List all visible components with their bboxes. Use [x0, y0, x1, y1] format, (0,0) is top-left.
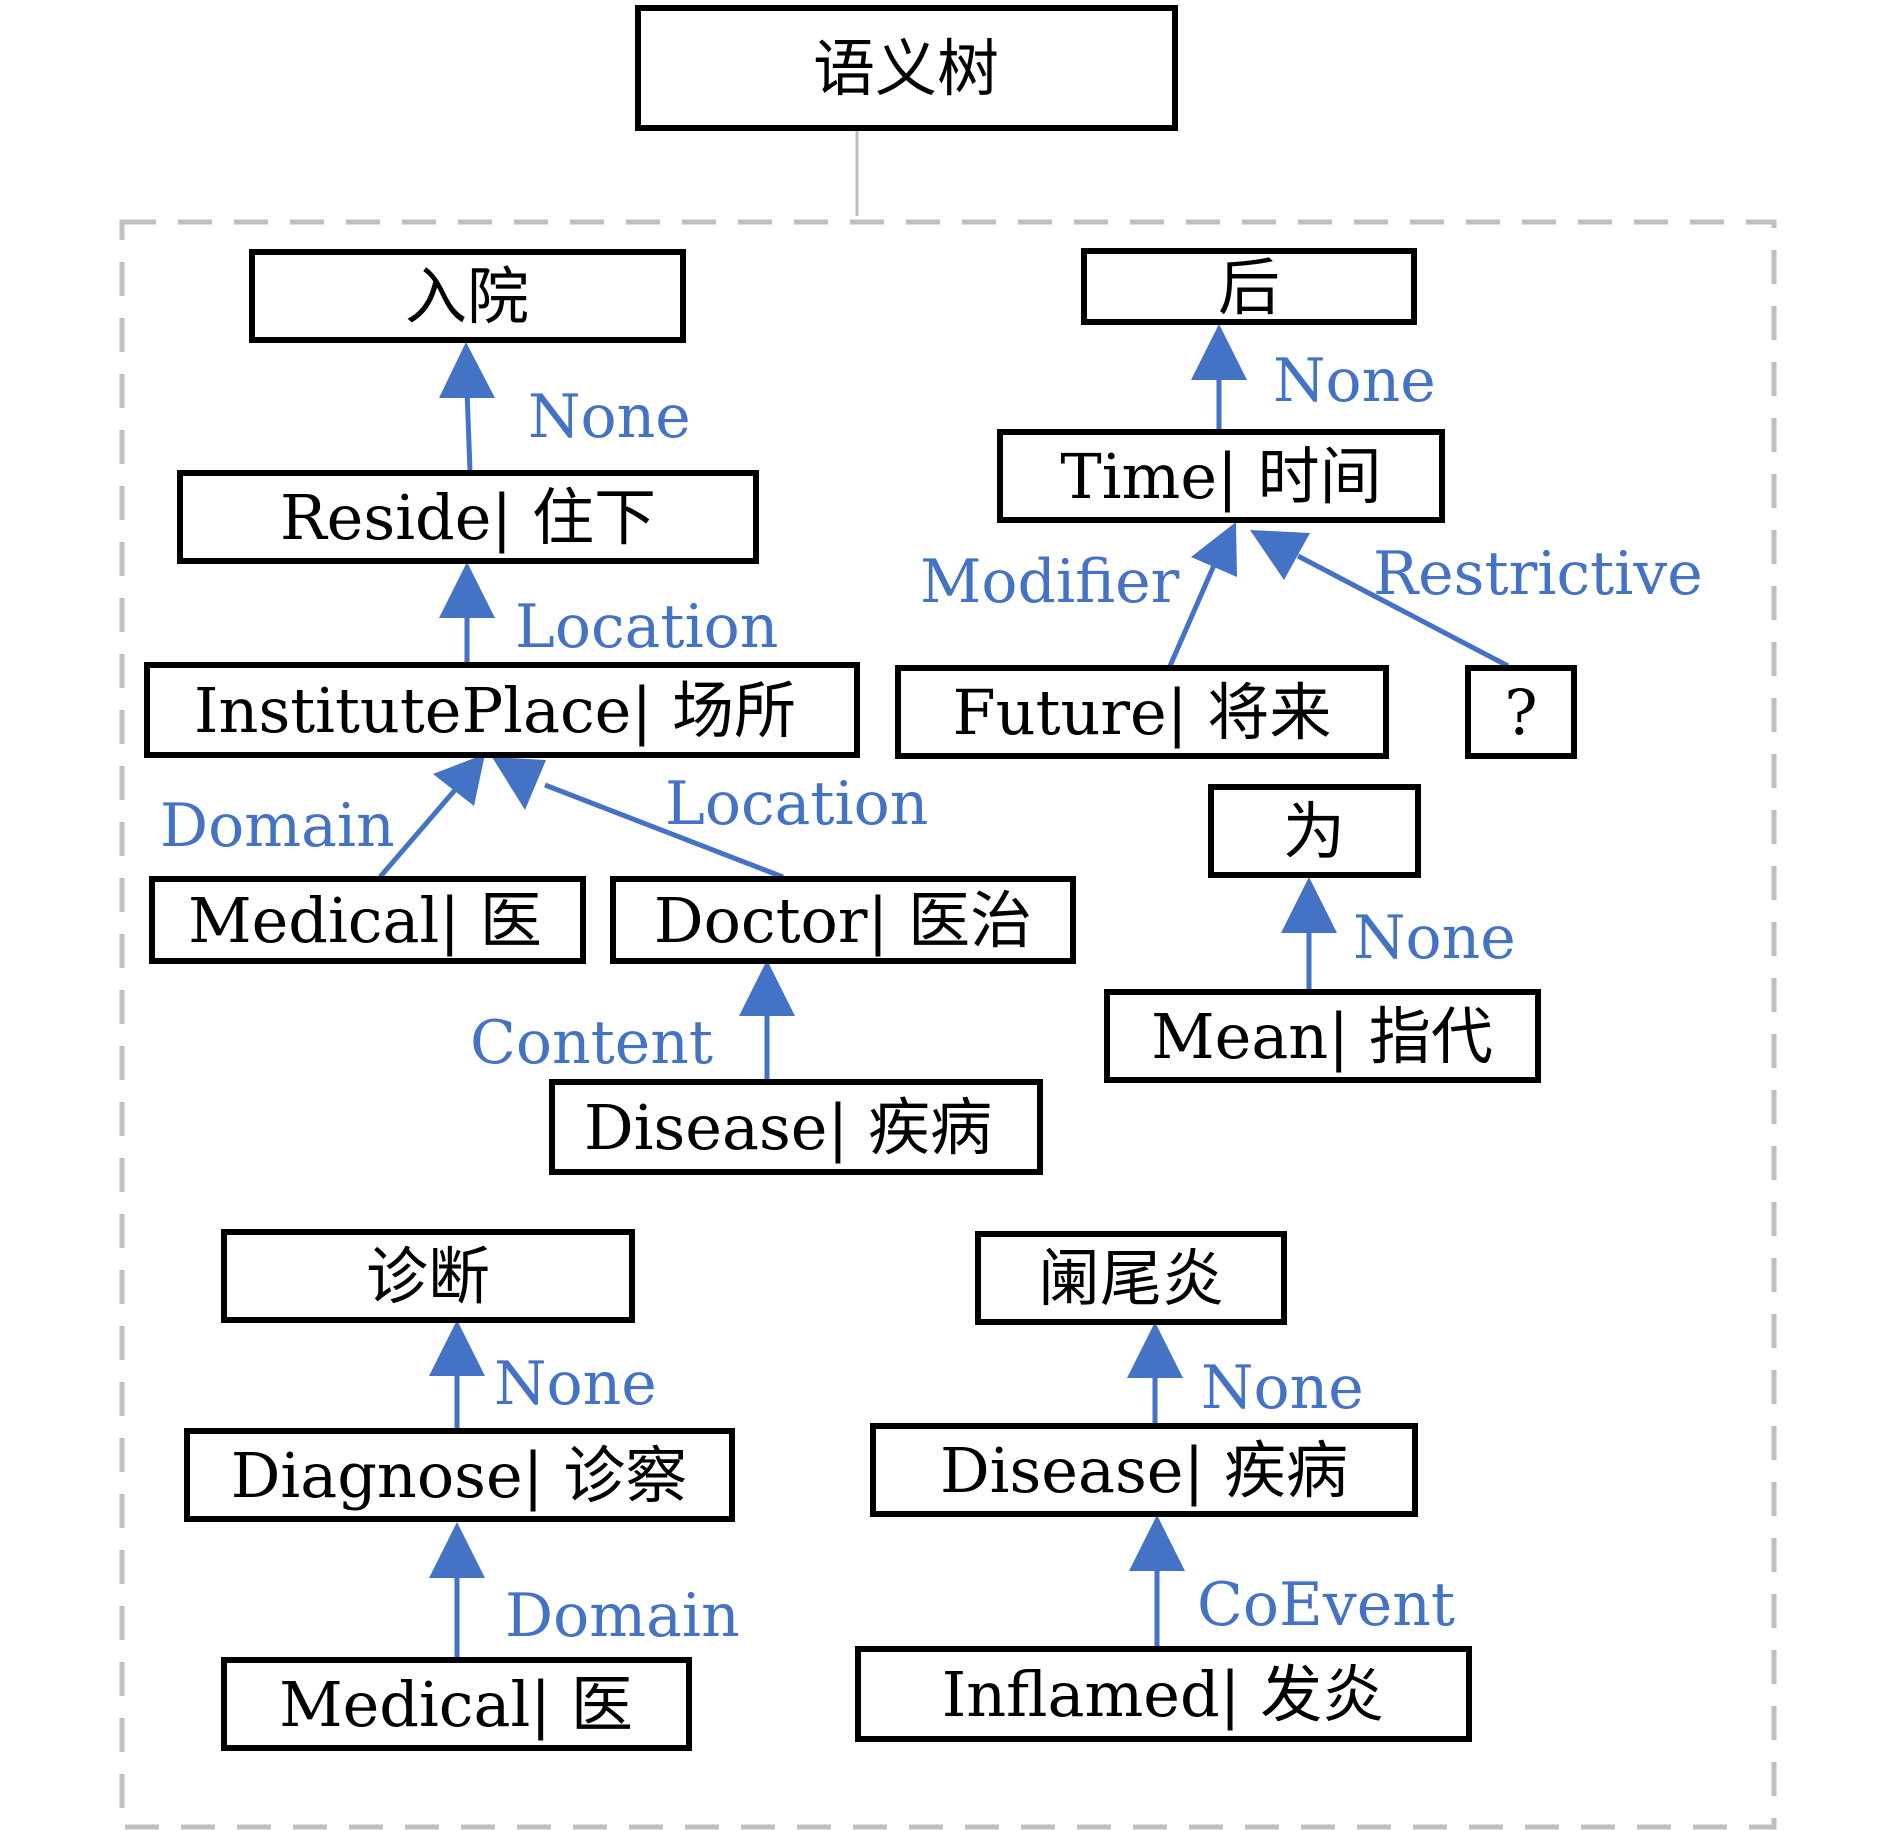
edge-mean-wei: None — [1281, 877, 1516, 990]
root-node-label: 语义树 — [813, 32, 999, 105]
edge-doctor-institute: Location — [492, 757, 928, 880]
node-label: Future| 将来 — [953, 676, 1332, 749]
edge-time-hou: None — [1191, 324, 1436, 430]
edge-disease-lanweiyan: None — [1127, 1322, 1364, 1424]
node-label: Disease| 疾病 — [940, 1434, 1348, 1507]
node-label: ? — [1504, 676, 1537, 749]
edge-label: Modifier — [920, 547, 1180, 617]
node-label: Disease| 疾病 — [584, 1091, 992, 1164]
edge-medical-diagnose: Domain — [429, 1522, 740, 1658]
node-label: 诊断 — [366, 1240, 490, 1313]
node-medical-1[interactable]: Medical| 医 — [149, 876, 586, 964]
node-label: Mean| 指代 — [1151, 1000, 1493, 1073]
node-ruyuan[interactable]: 入院 — [249, 249, 686, 343]
node-label: Reside| 住下 — [280, 481, 656, 554]
edge-label: None — [528, 382, 691, 452]
node-time[interactable]: Time| 时间 — [997, 429, 1445, 523]
edge-label: Domain — [160, 791, 395, 861]
edge-label: None — [1353, 903, 1516, 973]
node-disease-2[interactable]: Disease| 疾病 — [870, 1423, 1418, 1517]
node-instituteplace[interactable]: InstitutePlace| 场所 — [144, 662, 860, 758]
edge-label: CoEvent — [1197, 1570, 1455, 1640]
edge-disease-doctor: Content — [470, 960, 795, 1080]
node-hou[interactable]: 后 — [1081, 248, 1417, 325]
node-disease-1[interactable]: Disease| 疾病 — [549, 1079, 1043, 1175]
node-doctor[interactable]: Doctor| 医治 — [610, 876, 1076, 964]
node-medical-2[interactable]: Medical| 医 — [221, 1657, 692, 1751]
edge-label: Restrictive — [1373, 539, 1703, 609]
edge-label: None — [494, 1349, 657, 1419]
edge-diagnose-zhenduan: None — [429, 1320, 657, 1429]
node-label: 后 — [1218, 251, 1280, 324]
node-label: 入院 — [405, 260, 529, 333]
node-label: InstitutePlace| 场所 — [194, 674, 796, 747]
node-mean[interactable]: Mean| 指代 — [1104, 989, 1541, 1083]
node-label: Diagnose| 诊察 — [231, 1439, 688, 1512]
edge-future-time: Modifier — [920, 522, 1237, 668]
node-inflamed[interactable]: Inflamed| 发炎 — [855, 1646, 1472, 1742]
node-label: Medical| 医 — [279, 1668, 633, 1741]
edge-reside-ruyuan: None — [439, 342, 691, 472]
edge-medical-institute: Domain — [160, 754, 485, 879]
node-wei[interactable]: 为 — [1208, 784, 1421, 878]
node-zhenduan[interactable]: 诊断 — [221, 1229, 635, 1323]
edge-label: Domain — [505, 1581, 740, 1651]
edge-institute-reside: Location — [439, 562, 778, 663]
node-reside[interactable]: Reside| 住下 — [177, 470, 759, 564]
edge-label: Location — [515, 592, 778, 662]
node-diagnose[interactable]: Diagnose| 诊察 — [184, 1428, 735, 1522]
node-label: Inflamed| 发炎 — [942, 1658, 1385, 1731]
root-node[interactable]: 语义树 — [635, 5, 1178, 131]
edge-label: None — [1201, 1353, 1364, 1423]
node-label: Time| 时间 — [1060, 440, 1381, 513]
node-future[interactable]: Future| 将来 — [895, 665, 1389, 759]
node-label: 阑尾炎 — [1038, 1242, 1224, 1315]
edge-label: Content — [470, 1008, 713, 1078]
edge-label: Location — [665, 769, 928, 839]
node-label: 为 — [1283, 795, 1345, 868]
node-question[interactable]: ? — [1465, 665, 1577, 759]
node-label: Medical| 医 — [188, 884, 542, 957]
node-lanweiyan[interactable]: 阑尾炎 — [975, 1231, 1287, 1325]
edge-inflamed-disease: CoEvent — [1129, 1515, 1455, 1647]
edge-question-time: Restrictive — [1250, 530, 1703, 669]
node-label: Doctor| 医治 — [654, 884, 1032, 957]
edge-label: None — [1273, 346, 1436, 416]
